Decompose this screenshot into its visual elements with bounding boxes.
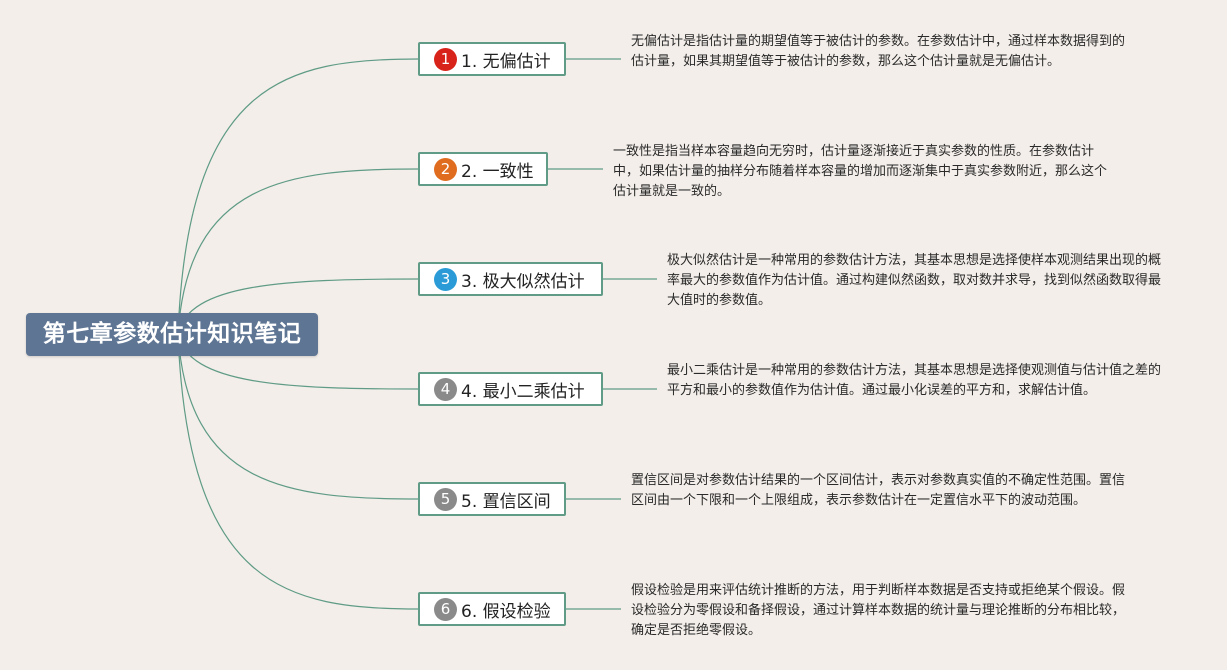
branch-node-hypothesis-testing[interactable]: 6 6. 假设检验 — [418, 592, 566, 626]
branch-description: 一致性是指当样本容量趋向无穷时，估计量逐渐接近于真实参数的性质。在参数估计中，如… — [613, 144, 1108, 199]
branch-description: 置信区间是对参数估计结果的一个区间估计，表示对参数真实值的不确定性范围。置信区间… — [631, 473, 1126, 508]
branch-connector-curve — [177, 333, 419, 500]
root-topic[interactable]: 第七章参数估计知识笔记 — [26, 313, 318, 356]
branch-label: 5. 置信区间 — [461, 491, 551, 512]
number-badge-icon: 2 — [434, 157, 457, 181]
branch-label: 4. 最小二乘估计 — [461, 381, 585, 402]
branch-node-confidence-interval[interactable]: 5 5. 置信区间 — [418, 482, 566, 516]
number-badge-icon: 1 — [434, 47, 457, 71]
branch-label: 2. 一致性 — [461, 161, 534, 182]
number-badge-icon: 6 — [434, 597, 457, 621]
branch-node-unbiased-estimation[interactable]: 1 1. 无偏估计 — [418, 42, 566, 76]
number-badge-icon: 5 — [434, 487, 457, 511]
number-badge-icon: 3 — [434, 267, 457, 291]
branch-node-least-squares[interactable]: 4 4. 最小二乘估计 — [418, 372, 603, 406]
branch-connector-curve — [177, 58, 419, 335]
branch-description: 假设检验是用来评估统计推断的方法，用于判断样本数据是否支持或拒绝某个假设。假设检… — [631, 583, 1126, 638]
number-badge-icon: 4 — [434, 377, 457, 401]
branch-label: 1. 无偏估计 — [461, 51, 551, 72]
branch-description: 最小二乘估计是一种常用的参数估计方法，其基本思想是选择使观测值与估计值之差的平方… — [667, 363, 1162, 398]
branch-connector-curve — [177, 333, 419, 610]
branch-connector-curve — [177, 168, 419, 335]
branch-description: 无偏估计是指估计量的期望值等于被估计的参数。在参数估计中，通过样本数据得到的估计… — [631, 34, 1126, 69]
branch-node-consistency[interactable]: 2 2. 一致性 — [418, 152, 548, 186]
branch-label: 3. 极大似然估计 — [461, 271, 585, 292]
branch-node-maximum-likelihood[interactable]: 3 3. 极大似然估计 — [418, 262, 603, 296]
branch-label: 6. 假设检验 — [461, 601, 551, 622]
root-title: 第七章参数估计知识笔记 — [42, 321, 302, 347]
branch-description: 极大似然估计是一种常用的参数估计方法，其基本思想是选择使样本观测结果出现的概率最… — [667, 253, 1162, 308]
